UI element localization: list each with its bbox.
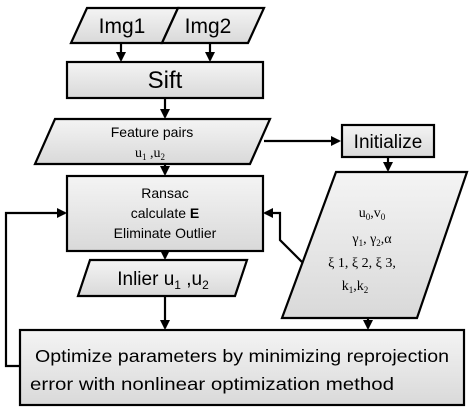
parameters-node [280,170,469,320]
sift-label: Sift [148,67,183,94]
arrow-params-to-ransac [263,208,303,263]
img1-label: Img1 [99,15,146,38]
params-line2: γ1, γ2,α [351,232,392,248]
ransac-line3: Eliminate Outlier [114,225,217,241]
inlier-node [76,258,249,298]
feature-pairs-title: Feature pairs [111,124,193,140]
ransac-line1: Ransac [141,185,188,201]
optimize-line1: Optimize parameters by minimizing reproj… [35,346,449,366]
img2-node [160,6,266,45]
params-line3: ξ 1, ξ 2, ξ 3, [328,256,396,271]
optimize-line2: error with nonlinear optimization method [30,374,394,394]
img2-label: Img2 [185,15,232,38]
feature-pairs-vars: u1 ,u2 [135,146,165,162]
ransac-line2: calculate E [131,205,200,221]
sift-node [65,60,265,100]
params-line4: k1,k2 [342,279,369,295]
initialize-label: Initialize [354,132,423,153]
params-line1: u0,v0 [359,206,386,222]
optimize-node [18,328,466,407]
arrow-optimize-to-ransac [4,208,67,368]
inlier-label: Inlier u1 ,u2 [117,269,209,292]
feature-pairs-node [33,117,272,166]
